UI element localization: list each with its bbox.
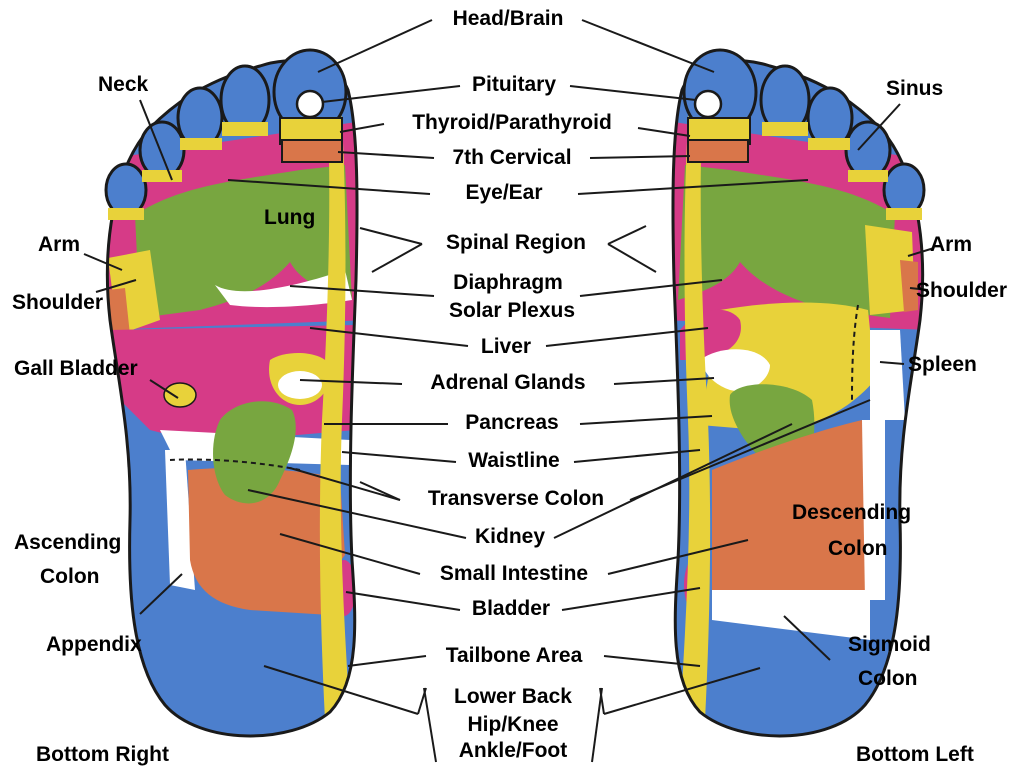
adrenal-gland-spot [278, 371, 322, 399]
label-arm-left-foot: Arm [930, 234, 972, 256]
label-pituitary: Pituitary [469, 74, 559, 96]
cervical-band [282, 140, 342, 162]
leader-head-l [582, 20, 714, 72]
leader-head-r [318, 20, 432, 72]
label-neck: Neck [98, 74, 148, 96]
label-adrenal-glands: Adrenal Glands [427, 372, 588, 394]
label-arm-right-foot: Arm [38, 234, 80, 256]
label-pancreas: Pancreas [462, 412, 561, 434]
label-solar-plexus: Solar Plexus [446, 300, 578, 322]
toe-2-band [222, 122, 268, 136]
label-spinal-region: Spinal Region [443, 232, 589, 254]
toe-4-band-left [848, 170, 888, 182]
label-thyroid-parathyroid: Thyroid/Parathyroid [409, 112, 615, 134]
label-diaphragm: Diaphragm [450, 272, 566, 294]
toe-5-band [108, 208, 144, 220]
toe-3-band [180, 138, 222, 150]
label-ascending-colon: Colon [40, 566, 99, 588]
label-lung: Lung [264, 207, 315, 229]
label-bottom-right: Bottom Right [36, 744, 169, 766]
label-tailbone-area: Tailbone Area [443, 645, 586, 667]
toe-2-band-left [762, 122, 808, 136]
label-sinus: Sinus [886, 78, 943, 100]
label-descending: Descending [792, 502, 911, 524]
label-hip-knee: Hip/Knee [467, 714, 558, 736]
label-appendix: Appendix [46, 634, 142, 656]
toe-4-left [846, 122, 890, 178]
label-shoulder-left-foot: Shoulder [916, 280, 1007, 302]
label-transverse-colon: Transverse Colon [425, 488, 607, 510]
label-sigmoid-colon: Colon [858, 668, 917, 690]
label-liver: Liver [478, 336, 534, 358]
label-sigmoid: Sigmoid [848, 634, 931, 656]
label-shoulder-right-foot: Shoulder [12, 292, 103, 314]
label-small-intestine: Small Intestine [437, 563, 591, 585]
label-kidney: Kidney [472, 526, 548, 548]
label-head-brain: Head/Brain [450, 8, 567, 30]
label-gall-bladder: Gall Bladder [14, 358, 138, 380]
toe-4-band [142, 170, 182, 182]
label-ankle-foot: Ankle/Foot [459, 740, 568, 762]
pituitary-spot [297, 91, 323, 117]
label-7th-cervical: 7th Cervical [449, 147, 574, 169]
cervical-band-left [688, 140, 748, 162]
toe-3-band-left [808, 138, 850, 150]
gall-bladder-spot [164, 383, 196, 407]
label-spleen: Spleen [908, 354, 977, 376]
spleen-zone [870, 330, 905, 420]
label-bottom-left: Bottom Left [856, 744, 974, 766]
label-waistline: Waistline [465, 450, 562, 472]
label-bladder: Bladder [469, 598, 553, 620]
label-ascending: Ascending [14, 532, 121, 554]
label-lower-back: Lower Back [454, 686, 572, 708]
toe-5-band-left [886, 208, 922, 220]
toe-4 [140, 122, 184, 178]
label-eye-ear: Eye/Ear [462, 182, 545, 204]
label-descending-colon: Colon [828, 538, 887, 560]
pituitary-spot-left [695, 91, 721, 117]
